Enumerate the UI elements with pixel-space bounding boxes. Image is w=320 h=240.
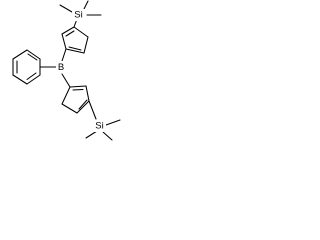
bond bbox=[85, 85, 90, 102]
bond bbox=[26, 49, 41, 60]
molecule-canvas: B Si Si bbox=[0, 0, 132, 154]
double-bond-inner bbox=[78, 99, 88, 110]
bond bbox=[61, 86, 71, 105]
phenyl-ring bbox=[12, 49, 41, 85]
si-top-label-bg bbox=[72, 9, 85, 21]
double-bond-inner bbox=[68, 46, 82, 51]
bond bbox=[61, 26, 75, 35]
methyl-bond bbox=[105, 119, 121, 126]
bond bbox=[61, 103, 78, 114]
bond bbox=[76, 100, 90, 114]
bond bbox=[12, 49, 28, 60]
silicon-bottom-atom-label: Si bbox=[95, 121, 103, 132]
double-bond-inner bbox=[27, 53, 38, 61]
upper-cyclopentadienyl-ring bbox=[61, 26, 89, 62]
double-bond-inner bbox=[72, 88, 84, 91]
methyl-bond bbox=[102, 131, 113, 141]
lower-trimethylsilyl bbox=[85, 119, 121, 141]
chemical-structure: B Si Si bbox=[12, 0, 121, 141]
methyl-bond bbox=[59, 4, 73, 13]
double-bond-inner bbox=[26, 72, 37, 81]
bond bbox=[73, 26, 89, 38]
silicon-top-atom-label: Si bbox=[74, 10, 82, 21]
methyl-bond bbox=[83, 0, 89, 10]
boron-label-bg bbox=[56, 61, 66, 73]
upper-trimethylsilyl bbox=[59, 0, 102, 16]
bond bbox=[65, 48, 85, 54]
bond bbox=[12, 74, 28, 85]
double-bond-inner bbox=[65, 30, 75, 37]
bond bbox=[61, 33, 67, 50]
si-bottom-label-bg bbox=[93, 120, 106, 132]
bond bbox=[69, 85, 87, 88]
bond-ring-silicon-bottom bbox=[88, 100, 97, 120]
bond bbox=[61, 73, 71, 88]
lower-cyclopentadienyl-ring bbox=[61, 73, 90, 114]
bond bbox=[83, 36, 89, 54]
methyl-bond bbox=[85, 130, 98, 139]
boron-atom-label: B bbox=[58, 62, 64, 73]
bond bbox=[61, 48, 67, 62]
bond bbox=[26, 74, 41, 85]
